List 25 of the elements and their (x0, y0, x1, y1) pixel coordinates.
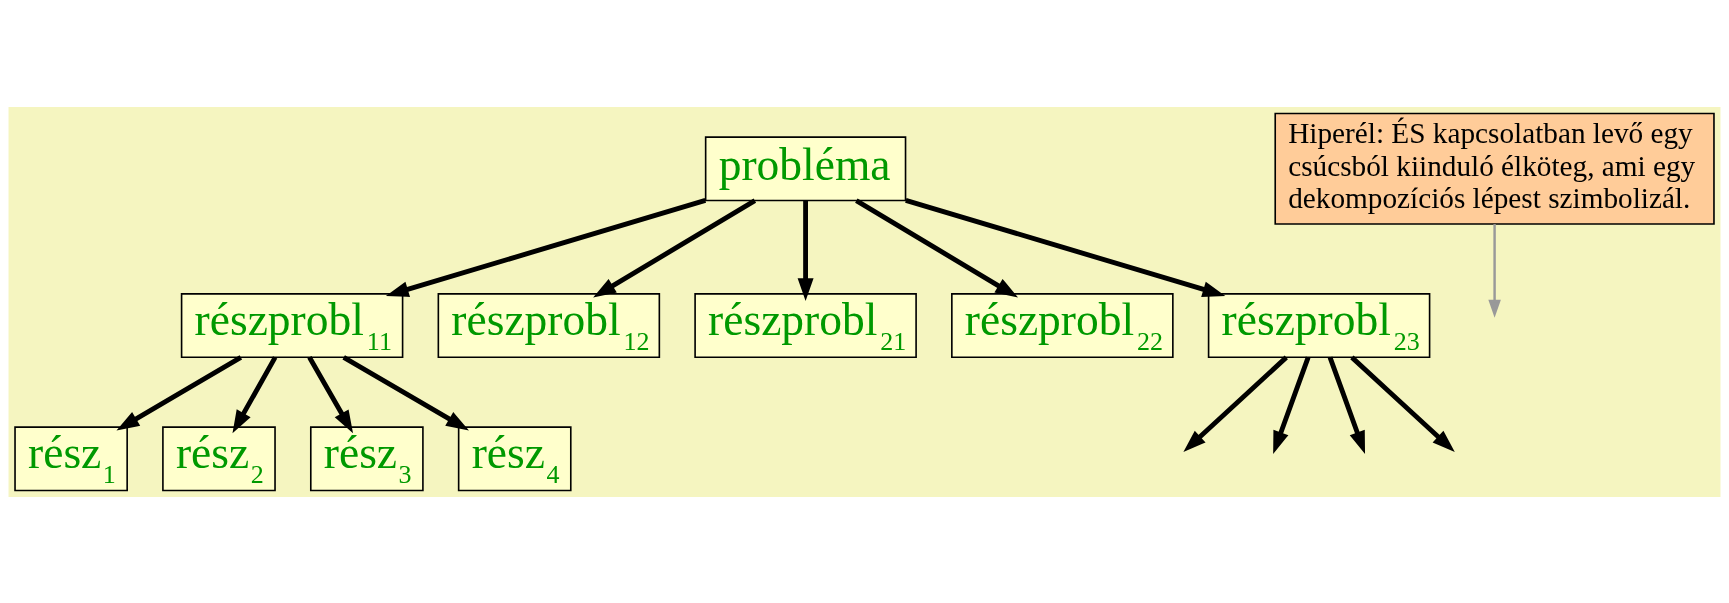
node-box: részprobl$_{12}$ (437, 292, 661, 358)
node-box: Hiperél: ÉS kapcsolatban levő egy csúcsból kiinduló élköteg, ami egy dekompozíciós lépest szimbolizál. (1274, 112, 1715, 225)
arrow (385, 197, 707, 297)
node-box: részprobl$_{21}$ (694, 292, 917, 358)
node-box: részprobl$_{23}$ (1207, 292, 1431, 358)
arrow (1273, 356, 1311, 454)
arrow (1350, 355, 1455, 452)
node-box: rész$_{4}$ (457, 425, 572, 491)
node-box: rész$_{3}$ (309, 425, 424, 491)
arrow (342, 354, 469, 430)
arrow (1488, 223, 1501, 318)
arrow (116, 354, 243, 430)
node-box: rész$_{1}$ (14, 425, 128, 491)
arrow (232, 355, 278, 433)
node-box: probléma (704, 135, 907, 201)
arrow (1183, 355, 1288, 452)
node-box: részprobl$_{22}$ (951, 292, 1174, 358)
arrow (855, 198, 1019, 297)
arrow (905, 197, 1226, 297)
node-box: rész$_{2}$ (162, 425, 276, 491)
arrow (797, 200, 814, 301)
arrow (307, 355, 353, 433)
arrow (593, 198, 757, 297)
arrow (1327, 356, 1366, 454)
node-box: részprobl$_{11}$ (180, 292, 404, 358)
